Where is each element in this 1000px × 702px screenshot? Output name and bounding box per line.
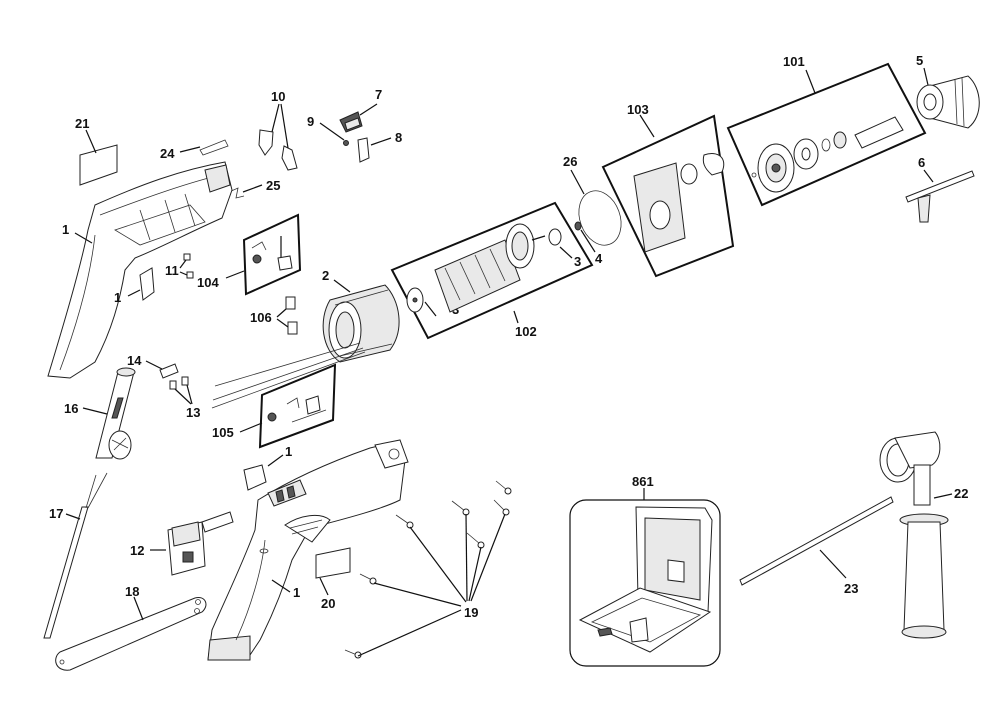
label-1-small-right: 1	[285, 444, 292, 459]
label-6: 6	[918, 155, 925, 170]
label-5: 5	[916, 53, 923, 68]
label-22: 22	[954, 486, 968, 501]
label-103: 103	[627, 102, 649, 117]
label-26: 26	[563, 154, 577, 169]
label-12: 12	[130, 543, 144, 558]
label-7: 7	[375, 87, 382, 102]
part-8-spring-plate[interactable]: 8	[357, 130, 402, 163]
label-105: 105	[212, 425, 234, 440]
part-1-housing-right[interactable]: 1	[207, 439, 409, 661]
label-10: 10	[271, 89, 285, 104]
kit-101-spindle-box[interactable]: 101	[726, 54, 927, 207]
label-3-b: 3	[574, 254, 581, 269]
label-102: 102	[515, 324, 537, 339]
kit-102-armature-box[interactable]: 3 3 102	[390, 201, 594, 340]
label-19: 19	[464, 605, 478, 620]
part-16-cord-protector[interactable]: 16	[64, 367, 136, 460]
label-1-housing-right: 1	[293, 585, 300, 600]
label-20: 20	[321, 596, 335, 611]
part-21-nameplate[interactable]: 21	[75, 116, 118, 186]
label-9: 9	[307, 114, 314, 129]
part-106-carbon-brushes[interactable]: 106	[250, 296, 298, 335]
label-14: 14	[127, 353, 142, 368]
part-12-trigger-switch[interactable]: 12	[130, 511, 234, 576]
label-4: 4	[595, 251, 603, 266]
label-8: 8	[395, 130, 402, 145]
label-106: 106	[250, 310, 272, 325]
part-10-brush-holders[interactable]: 10	[258, 89, 298, 171]
label-2: 2	[322, 268, 329, 283]
part-26-o-ring[interactable]: 26	[563, 154, 628, 251]
part-2-field-stator[interactable]: 2	[211, 268, 400, 409]
part-11-screws[interactable]: 11	[165, 253, 194, 279]
label-24: 24	[160, 146, 175, 161]
part-6-chuck-key[interactable]: 6	[905, 155, 975, 223]
part-22-side-handle[interactable]: 22	[879, 431, 968, 639]
label-1-housing-left: 1	[62, 222, 69, 237]
part-25-spring[interactable]: 25	[228, 178, 280, 199]
label-16: 16	[64, 401, 78, 416]
part-24-lever[interactable]: 24	[160, 139, 229, 161]
label-25: 25	[266, 178, 280, 193]
label-104: 104	[197, 275, 219, 290]
part-861-carrying-case[interactable]: 861	[569, 474, 721, 667]
part-17-power-cord[interactable]: 17	[43, 472, 108, 639]
label-21: 21	[75, 116, 89, 131]
part-1-small-right[interactable]: 1	[243, 444, 292, 491]
part-9-spring[interactable]: 9	[307, 114, 349, 146]
kit-104-box[interactable]: 104	[197, 213, 302, 296]
label-18: 18	[125, 584, 139, 599]
label-1-small-left: 1	[114, 290, 121, 305]
part-23-depth-rod[interactable]: 23	[739, 496, 894, 596]
part-20-label[interactable]: 20	[315, 547, 351, 611]
label-17: 17	[49, 506, 63, 521]
part-19-housing-screws[interactable]: 19	[344, 480, 512, 659]
label-13: 13	[186, 405, 200, 420]
part-7-switch-button[interactable]: 7	[339, 87, 382, 133]
label-11: 11	[165, 263, 179, 278]
label-101: 101	[783, 54, 805, 69]
part-4-washer[interactable]: 4	[574, 221, 603, 266]
kit-103-gear-case-box[interactable]: 103	[601, 102, 735, 278]
part-18-strap[interactable]: 18	[55, 584, 207, 671]
part-13-screws[interactable]: 13	[169, 376, 200, 420]
part-1-small-left[interactable]: 1	[114, 267, 155, 305]
label-23: 23	[844, 581, 858, 596]
part-1-housing-left[interactable]: 1	[47, 161, 233, 379]
kit-105-box[interactable]: 105	[212, 363, 337, 449]
part-5-chuck[interactable]: 5	[916, 53, 980, 129]
label-861: 861	[632, 474, 654, 489]
part-14-cord-clamp[interactable]: 14	[127, 353, 179, 379]
